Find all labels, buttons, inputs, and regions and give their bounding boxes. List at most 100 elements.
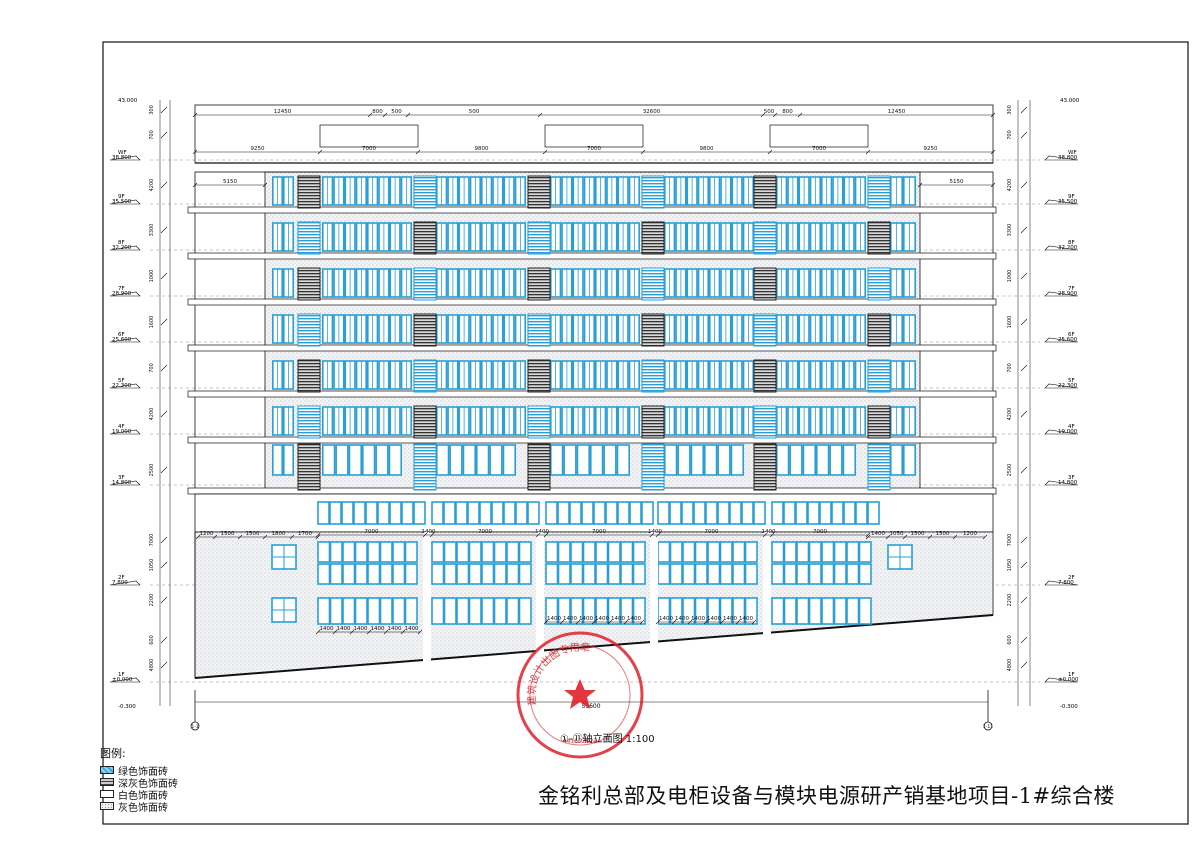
window [815,444,830,476]
window [605,501,618,525]
window [518,597,532,625]
window [329,597,343,625]
dim-text: 1000 [1007,270,1013,283]
dim-tick [160,131,168,139]
dark-louver [297,359,321,393]
window [506,563,520,585]
left-dim-text: 1200 [200,531,214,537]
level-triangle [1044,580,1079,586]
dim-tick [160,466,168,474]
building-elevation [187,104,997,679]
left-dim-tick [195,534,201,540]
dim-tick [1020,561,1028,569]
dark-louver [641,405,665,439]
window [493,597,507,625]
sheet-border [102,41,1189,825]
window [375,444,389,476]
roof-dim-text: 9250 [251,146,265,152]
window [669,563,683,585]
parapet-dim-left-text: 5150 [223,179,237,185]
window [379,541,393,563]
window [379,597,393,625]
window [889,444,903,476]
window [795,501,808,525]
bay-dim-tick [535,532,541,538]
window [389,501,402,525]
level-name: WF [1068,150,1077,156]
right-dim-text: 1500 [911,531,925,537]
bay-dim-text: 7000 [705,529,719,535]
dim-text: 600 [149,635,155,645]
top-dim-text: 32600 [643,109,661,115]
window [581,501,594,525]
bottom-window-dim-text: 1400 [595,616,609,622]
window [595,597,609,625]
window [595,563,609,585]
dark-louver [867,405,891,439]
window [317,501,330,525]
level-elevation: 14.800 [1058,480,1078,486]
level-name: 8F [118,240,125,246]
dim-text: 300 [1007,105,1013,115]
level-name: 7F [118,286,125,292]
blue-louver [413,175,437,209]
dim-text: 2200 [1007,594,1013,607]
bay-dim-tick [429,532,435,538]
window [843,501,856,525]
parapet-dim-right-tick [917,182,923,188]
level-name: 2F [1068,575,1075,581]
legend-item-grey: 灰色饰面砖 [100,800,178,814]
window [719,563,733,585]
bottom-window-dim-tick [591,619,597,625]
window [732,597,746,625]
window [632,563,646,585]
window [570,597,584,625]
window [506,597,520,625]
top-dim-tick [382,112,388,118]
bay-dim-tick [315,532,321,538]
dim-text: 1600 [1007,316,1013,329]
floor-slab [187,436,997,444]
window [329,501,342,525]
level-elevation: -0.300 [1060,704,1078,710]
window [719,541,733,563]
level-name: 5F [118,378,125,384]
window [796,597,810,625]
floor-slab [187,298,997,306]
dim-tick [160,636,168,644]
window [732,563,746,585]
right-dim-tick [952,534,958,540]
roof-dim-tick [317,149,323,155]
top-dim-tick [797,112,803,118]
bay-dim-tick [762,532,768,538]
window [576,444,591,476]
window [753,501,766,525]
dim-text: 1000 [149,270,155,283]
window [808,563,822,585]
level-triangle [1044,383,1079,389]
blue-louver [867,443,891,491]
dim-text: 4800 [149,659,155,672]
window [468,597,482,625]
level-triangle [109,383,141,389]
window [593,501,606,525]
bottom-window-dim-text: 1400 [707,616,721,622]
dim-tick [1020,661,1028,669]
level-triangle [109,291,141,297]
dark-louver [413,313,437,347]
window [329,563,343,585]
top-dim-text: 500 [764,109,775,115]
window [707,563,721,585]
dim-tick [1020,318,1028,326]
dim-text: 3300 [1007,224,1013,237]
window [479,501,492,525]
bottom-window-dim-text: 1400 [675,616,689,622]
bay-dim-tick [769,532,775,538]
right-dim-tick [927,534,933,540]
blue-louver [297,405,321,439]
bottom-window-dim-text: 1400 [579,616,593,622]
blue-louver [527,405,551,439]
window [669,597,683,625]
dim-tick [1020,106,1028,114]
